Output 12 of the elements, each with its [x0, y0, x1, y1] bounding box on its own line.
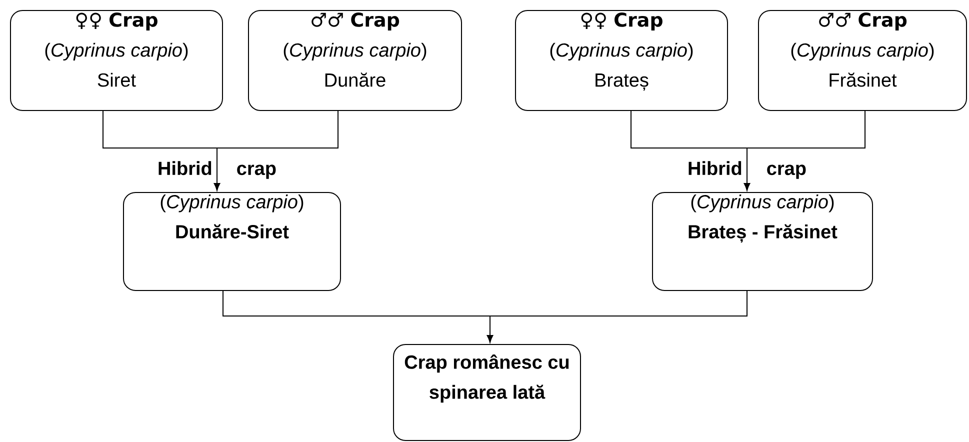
- parent-box: ♂♂ Crap (Cyprinus carpio) Frăsinet: [758, 10, 967, 111]
- edge-label: Hibrid crap: [688, 161, 806, 179]
- parent-box: ♀♀ Crap (Cyprinus carpio) Siret: [10, 10, 223, 111]
- edge-label: Hibrid crap: [158, 161, 276, 179]
- connector-arrow: [486, 290, 748, 342]
- result-box: Crap românesc cu spinarea lată: [393, 344, 581, 441]
- hybrid-box: (Cyprinus carpio) Brateș - Frăsinet: [652, 192, 873, 291]
- connector-arrow: [744, 110, 866, 190]
- hybrid-box: (Cyprinus carpio) Dunăre-Siret: [123, 192, 341, 291]
- connector-arrow: [214, 110, 338, 190]
- parent-box: ♂♂ Crap (Cyprinus carpio) Dunăre: [248, 10, 462, 111]
- parent-box: ♀♀ Crap (Cyprinus carpio) Brateș: [515, 10, 728, 111]
